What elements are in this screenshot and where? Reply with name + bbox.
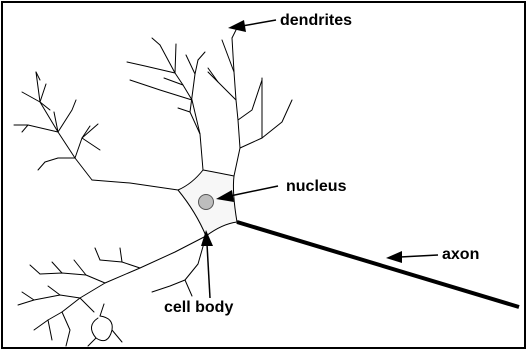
axon-line: [237, 222, 519, 307]
cell-body-arrow: [201, 230, 213, 298]
nucleus-label: nucleus: [286, 178, 347, 195]
nucleus-circle: [199, 195, 214, 210]
cell-body-label: cell body: [164, 299, 233, 316]
dendrites-arrow: [228, 20, 276, 32]
axon-arrow: [386, 251, 438, 263]
dendrites-branches: [14, 26, 292, 346]
dendrites-label: dendrites: [280, 12, 352, 29]
diagram-frame: [2, 2, 525, 348]
axon-label: axon: [442, 246, 479, 263]
